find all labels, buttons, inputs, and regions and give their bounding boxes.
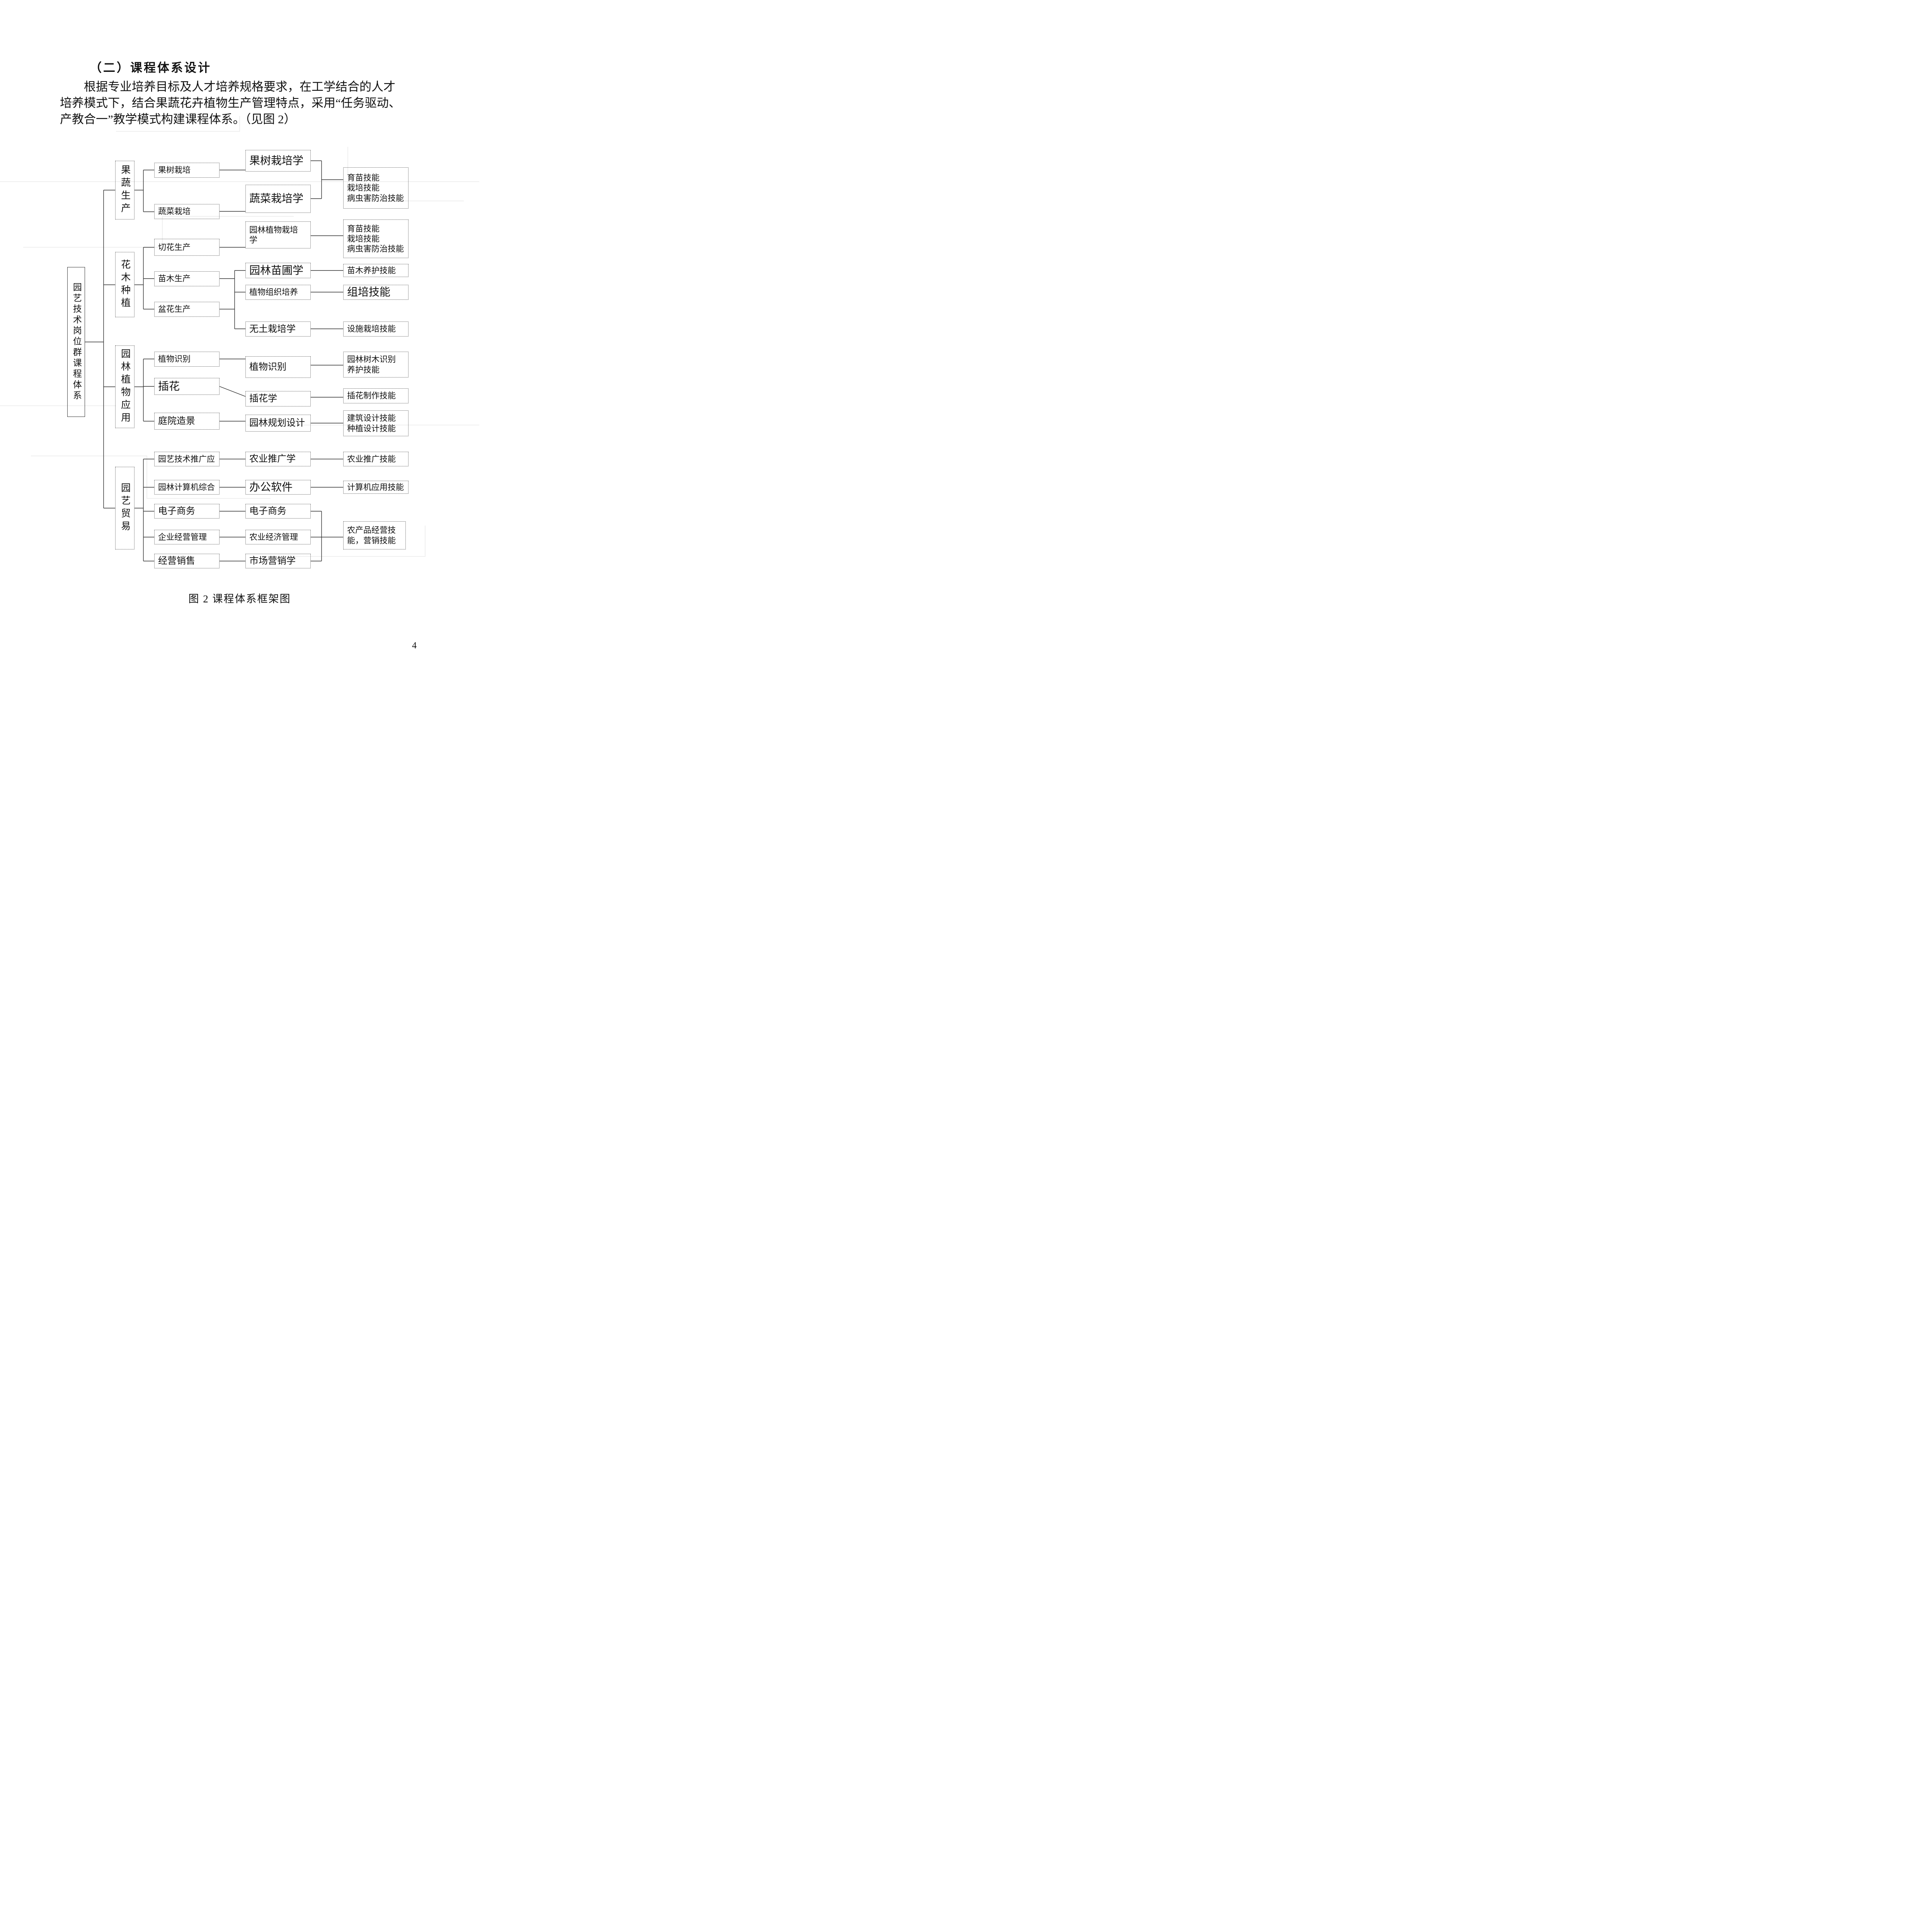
skill-box: 育苗技能 栽培技能 病虫害防治技能 bbox=[343, 167, 409, 209]
task-label: 企业经营管理 bbox=[158, 532, 207, 542]
task-label: 植物识别 bbox=[158, 354, 191, 364]
figure-caption: 图 2 课程体系框架图 bbox=[188, 593, 291, 605]
skill-box: 组培技能 bbox=[343, 285, 409, 300]
course-box: 插花学 bbox=[245, 391, 311, 406]
category-box: 果蔬生产 bbox=[115, 161, 134, 219]
category-box: 园艺贸易 bbox=[115, 467, 134, 549]
task-label: 苗木生产 bbox=[158, 274, 191, 284]
course-box: 果树栽培学 bbox=[245, 150, 311, 172]
body-paragraph: 根据专业培养目标及人才培养规格要求，在工学结合的人才 培养模式下，结合果蔬花卉植… bbox=[60, 79, 427, 128]
skill-box: 农业推广技能 bbox=[343, 452, 409, 466]
course-box: 市场营销学 bbox=[245, 554, 311, 568]
task-label: 果树栽培 bbox=[158, 165, 191, 175]
task-box: 企业经营管理 bbox=[154, 530, 220, 544]
skill-box: 建筑设计技能 种植设计技能 bbox=[343, 410, 409, 436]
category-label: 园艺贸易 bbox=[119, 483, 130, 534]
task-label: 园林计算机综合 bbox=[158, 482, 215, 492]
skill-label: 组培技能 bbox=[347, 286, 391, 298]
skill-box: 插花制作技能 bbox=[343, 388, 409, 403]
task-box: 电子商务 bbox=[154, 504, 220, 519]
task-label: 切花生产 bbox=[158, 242, 191, 252]
category-box: 园林植物应用 bbox=[115, 345, 134, 428]
category-box: 花木种植 bbox=[115, 252, 134, 317]
course-box: 农业推广学 bbox=[245, 452, 311, 466]
task-label: 庭院造景 bbox=[158, 416, 195, 426]
root-label: 园艺技术岗位群课程体系 bbox=[72, 282, 82, 401]
skill-label: 苗木养护技能 bbox=[347, 265, 396, 275]
category-label: 花木种植 bbox=[119, 259, 130, 310]
task-box: 庭院造景 bbox=[154, 413, 220, 430]
skill-label: 育苗技能 栽培技能 病虫害防治技能 bbox=[347, 224, 404, 254]
task-label: 盆花生产 bbox=[158, 304, 191, 314]
task-box: 经营销售 bbox=[154, 554, 220, 568]
course-label: 插花学 bbox=[249, 394, 277, 404]
task-box: 苗木生产 bbox=[154, 271, 220, 286]
task-label: 插花 bbox=[158, 380, 180, 393]
course-label: 农业推广学 bbox=[249, 454, 296, 464]
skill-label: 计算机应用技能 bbox=[347, 482, 404, 492]
course-box: 办公软件 bbox=[245, 480, 311, 495]
body-line: 产教合一”教学模式构建课程体系。（见图 2） bbox=[60, 112, 296, 126]
course-box: 园林规划设计 bbox=[245, 415, 311, 432]
skill-box: 农产品经营技 能，营销技能 bbox=[343, 521, 406, 549]
course-label: 办公软件 bbox=[249, 481, 293, 493]
task-box: 蔬菜栽培 bbox=[154, 204, 220, 219]
skill-label: 育苗技能 栽培技能 病虫害防治技能 bbox=[347, 173, 404, 203]
course-label: 无土栽培学 bbox=[249, 324, 296, 334]
task-box: 园艺技术推广应 bbox=[154, 452, 220, 466]
skill-label: 农业推广技能 bbox=[347, 454, 396, 464]
course-label: 电子商务 bbox=[249, 506, 286, 516]
skill-label: 建筑设计技能 种植设计技能 bbox=[347, 413, 396, 433]
task-box: 植物识别 bbox=[154, 352, 220, 367]
course-label: 蔬菜栽培学 bbox=[249, 193, 304, 205]
skill-box: 计算机应用技能 bbox=[343, 481, 409, 494]
course-label: 植物识别 bbox=[249, 362, 286, 372]
task-label: 蔬菜栽培 bbox=[158, 207, 191, 216]
task-box: 切花生产 bbox=[154, 239, 220, 256]
task-label: 电子商务 bbox=[158, 506, 195, 516]
course-box: 电子商务 bbox=[245, 504, 311, 519]
document-page: （二）课程体系设计 根据专业培养目标及人才培养规格要求，在工学结合的人才 培养模… bbox=[0, 0, 479, 678]
skill-box: 设施栽培技能 bbox=[343, 321, 409, 337]
course-box: 蔬菜栽培学 bbox=[245, 185, 311, 213]
course-box: 植物识别 bbox=[245, 356, 311, 378]
course-box: 农业经济管理 bbox=[245, 530, 311, 544]
category-label: 园林植物应用 bbox=[119, 349, 130, 425]
task-box: 园林计算机综合 bbox=[154, 480, 220, 495]
course-label: 果树栽培学 bbox=[249, 155, 304, 167]
body-line: 根据专业培养目标及人才培养规格要求，在工学结合的人才 bbox=[84, 80, 395, 94]
skill-label: 设施栽培技能 bbox=[347, 324, 396, 334]
course-label: 市场营销学 bbox=[249, 556, 296, 566]
task-box: 插花 bbox=[154, 378, 220, 395]
section-heading: （二）课程体系设计 bbox=[90, 61, 211, 75]
skill-box: 园林树木识别 养护技能 bbox=[343, 352, 409, 378]
skill-label: 园林树木识别 养护技能 bbox=[347, 355, 396, 374]
task-label: 经营销售 bbox=[158, 556, 195, 566]
task-box: 盆花生产 bbox=[154, 302, 220, 317]
root-box: 园艺技术岗位群课程体系 bbox=[67, 267, 85, 417]
task-label: 园艺技术推广应 bbox=[158, 454, 215, 464]
course-label: 园林苗圃学 bbox=[249, 264, 304, 277]
course-label: 园林规划设计 bbox=[249, 418, 305, 428]
task-box: 果树栽培 bbox=[154, 163, 220, 178]
body-line: 培养模式下，结合果蔬花卉植物生产管理特点，采用“任务驱动、 bbox=[60, 96, 401, 110]
course-box: 植物组织培养 bbox=[245, 285, 311, 300]
course-label: 农业经济管理 bbox=[249, 532, 298, 542]
category-label: 果蔬生产 bbox=[119, 165, 130, 216]
skill-box: 育苗技能 栽培技能 病虫害防治技能 bbox=[343, 219, 409, 258]
course-label: 植物组织培养 bbox=[249, 287, 298, 297]
skill-label: 插花制作技能 bbox=[347, 391, 396, 401]
course-label: 园林植物栽培 学 bbox=[249, 225, 298, 245]
course-box: 园林苗圃学 bbox=[245, 263, 311, 278]
course-box: 无土栽培学 bbox=[245, 321, 311, 337]
skill-label: 农产品经营技 能，营销技能 bbox=[347, 526, 396, 545]
skill-box: 苗木养护技能 bbox=[343, 264, 409, 277]
page-number: 4 bbox=[412, 641, 417, 651]
course-box: 园林植物栽培 学 bbox=[245, 221, 311, 248]
